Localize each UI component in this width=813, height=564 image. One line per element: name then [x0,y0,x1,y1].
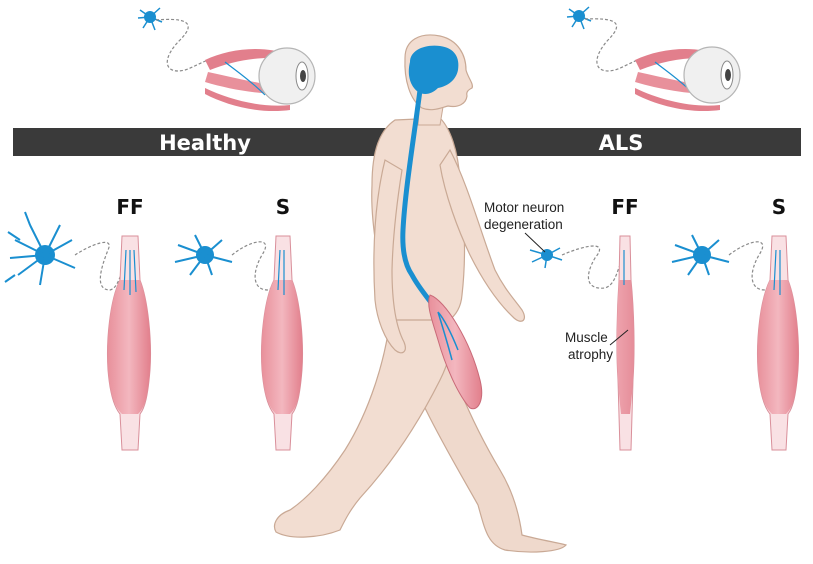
healthy-ff-label: FF [116,195,143,219]
muscle-atrophy-leader-line [609,329,629,346]
healthy-eye-neuron-icon [137,7,163,31]
brain-icon [408,45,459,94]
als-s-label: S [772,195,786,219]
healthy-s-label: S [276,195,290,219]
als-ff-neuron-icon [529,247,563,269]
banner-healthy-label: Healthy [159,131,251,155]
healthy-s-motor-unit [174,234,303,451]
healthy-ff-axon [74,241,126,291]
als-eye-neuron-icon [566,6,592,30]
healthy-s-neuron-icon [174,234,233,276]
als-s-neuron-icon [671,234,730,276]
als-eye-axon [584,18,653,72]
healthy-s-axon [231,241,281,291]
als-eye-assembly [566,6,741,112]
healthy-eye-axon [155,18,226,72]
walking-human-figure [273,34,568,553]
als-s-motor-unit [671,234,799,451]
motor-neuron-leader-line [524,232,546,253]
healthy-ff-motor-unit [4,211,151,451]
muscle-atrophy-annotation-line2: atrophy [568,347,613,362]
spinal-cord [400,87,441,315]
healthy-eye-assembly [137,7,316,112]
muscle-atrophy-annotation-line1: Muscle [565,330,608,345]
motor-neuron-annotation-line1: Motor neuron [484,200,564,215]
healthy-ff-neuron-icon [4,211,76,286]
als-ff-motor-unit [529,235,635,451]
banner-als-label: ALS [599,131,644,155]
als-ff-axon [561,245,621,289]
als-s-axon [728,241,778,291]
als-ff-label: FF [611,195,638,219]
thigh-muscle [428,294,483,410]
motor-neuron-annotation-line2: degeneration [484,217,563,232]
